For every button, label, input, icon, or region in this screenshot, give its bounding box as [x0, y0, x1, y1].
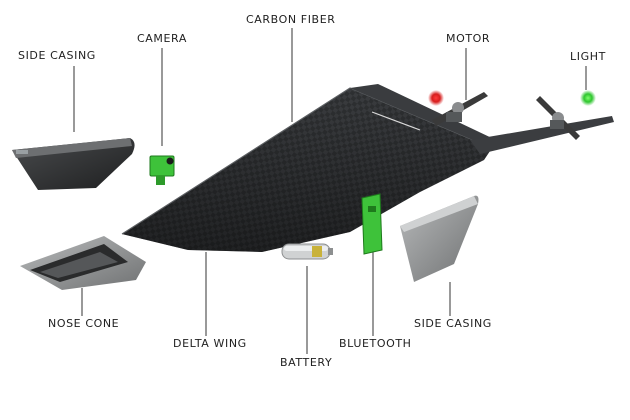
red-led [428, 90, 444, 106]
label-side-casing-right: SIDE CASING [414, 317, 492, 330]
battery-part [281, 243, 333, 260]
nose-cone-part [20, 236, 146, 290]
label-nose-cone: NOSE CONE [48, 317, 120, 330]
bluetooth-module [361, 193, 383, 255]
label-camera: CAMERA [137, 32, 187, 45]
leader-lines [73, 28, 587, 354]
label-light: LIGHT [570, 50, 606, 63]
side-casing-right-part [400, 195, 479, 282]
camera-module [149, 155, 175, 185]
label-carbon-fiber: CARBON FIBER [246, 13, 336, 26]
label-bluetooth: BLUETOOTH [339, 337, 412, 350]
label-battery: BATTERY [280, 356, 333, 369]
motor-rear [536, 96, 580, 140]
motor-front [432, 92, 488, 126]
side-casing-left-part [12, 138, 135, 190]
label-delta-wing: DELTA WING [173, 337, 247, 350]
label-side-casing-left: SIDE CASING [18, 49, 96, 62]
green-led [580, 90, 596, 106]
delta-wing-body [121, 84, 614, 252]
label-motor: MOTOR [446, 32, 491, 45]
